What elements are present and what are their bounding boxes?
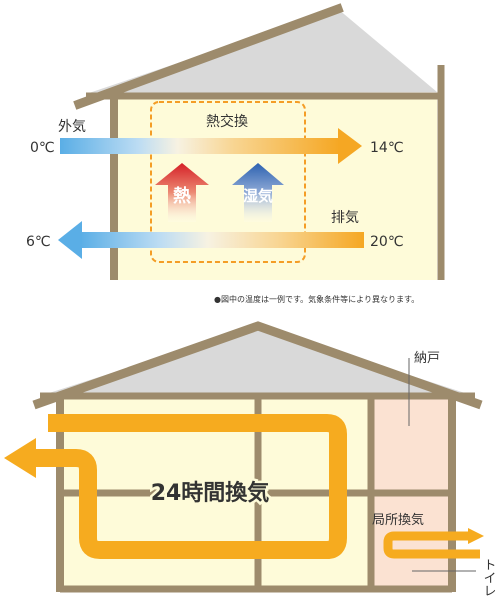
outside-temp-label: 0℃: [30, 140, 55, 156]
toilet-label: トイレ: [481, 558, 496, 597]
heat-exchange-label: 熱交換: [206, 113, 248, 130]
top-wall: [110, 93, 437, 280]
exhaust-label: 排気: [331, 210, 359, 226]
main-ventilation-label: 24時間換気: [151, 480, 270, 506]
heat-exchanger-box: [150, 101, 306, 263]
top-roof-outline: [73, 3, 344, 110]
supply-temp-label: 14℃: [370, 140, 404, 156]
top-house: [73, 3, 445, 280]
humidity-badge: [232, 163, 284, 222]
exhaust-air-arrow: [58, 221, 364, 259]
toilet-label-text: トイレ: [481, 558, 496, 597]
bottom-roof: [46, 326, 468, 394]
supply-air-arrow: [60, 128, 362, 164]
room-temp-label: 20℃: [370, 234, 404, 250]
local-ventilation-label: 局所換気: [372, 512, 424, 528]
heat-badge-label: 熱: [173, 185, 191, 207]
outside-air-label: 外気: [58, 119, 86, 135]
storage-label: 納戸: [414, 351, 440, 366]
ventilation-loop-arrow: [4, 414, 347, 559]
exhaust-temp-label: 6℃: [26, 234, 51, 250]
heat-badge: [155, 163, 209, 222]
humidity-badge-label: 湿気: [243, 187, 273, 205]
bottom-roof-outline: [32, 321, 483, 410]
local-ventilation-arrow: [383, 528, 484, 559]
footnote: ●図中の温度は一例です。気象条件等により異なります。: [214, 294, 419, 304]
